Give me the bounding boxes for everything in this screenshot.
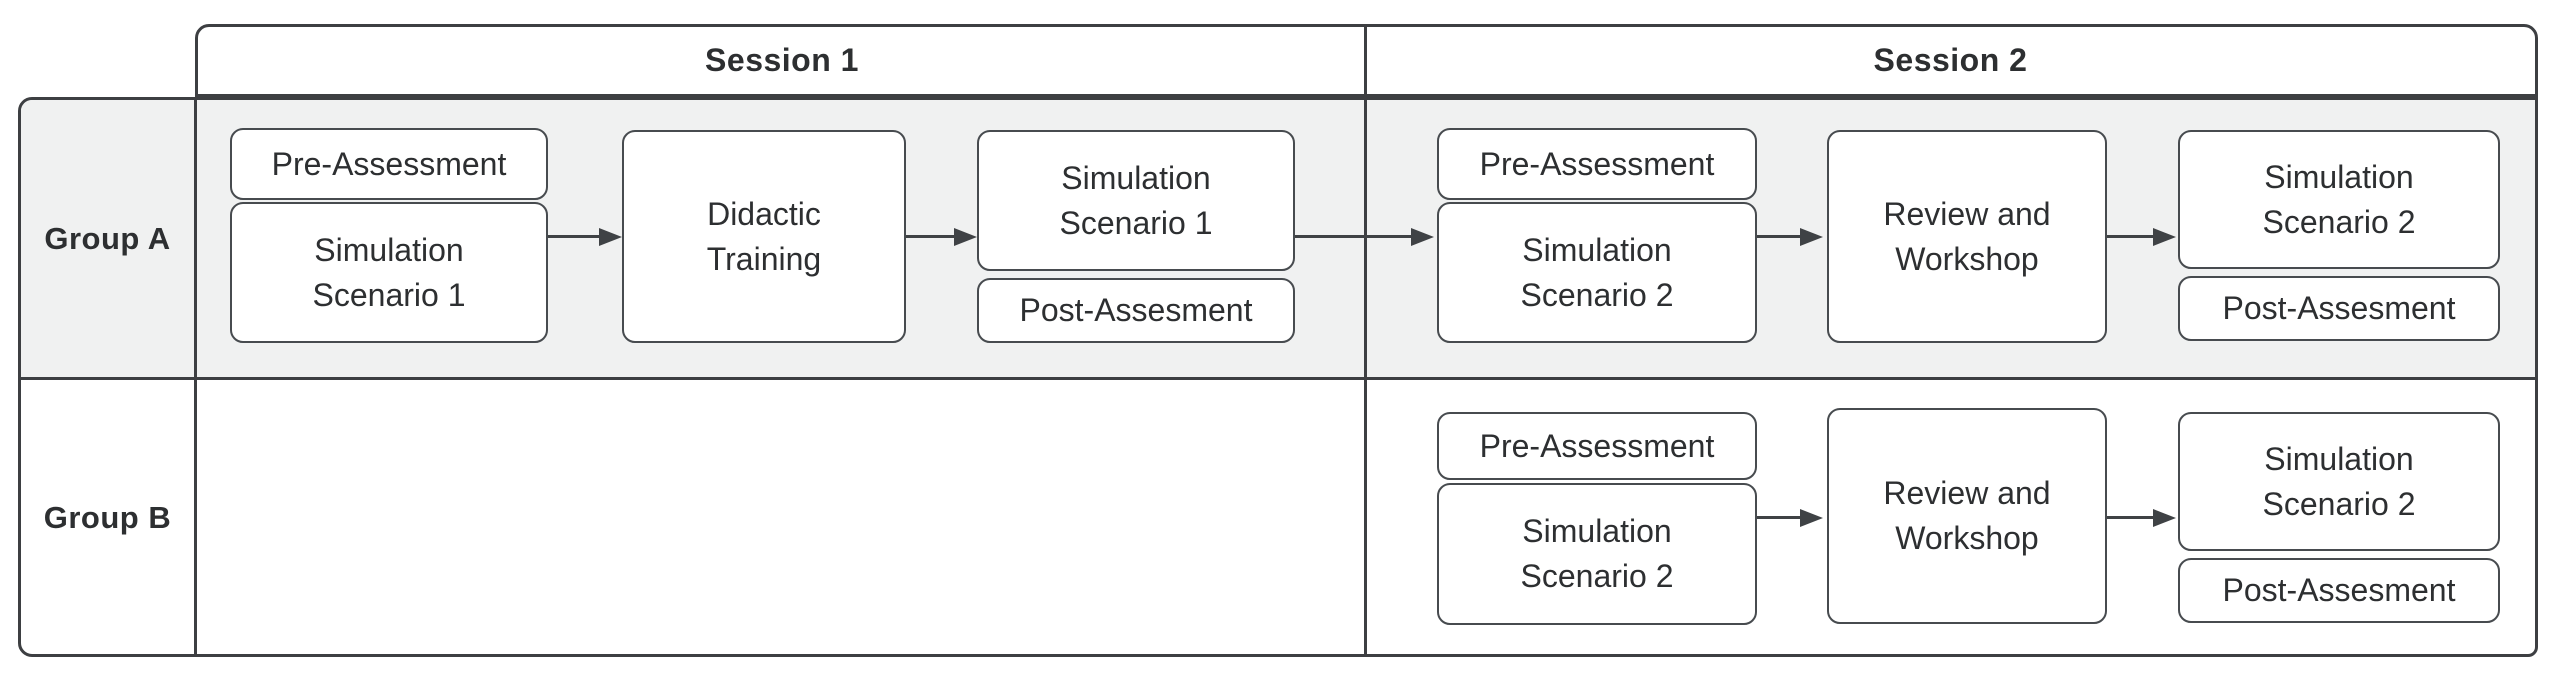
flow-arrow	[1295, 235, 1411, 238]
group-a-s1-pre-assessment-label: Pre-Assessment	[271, 145, 507, 182]
flow-arrow	[906, 235, 954, 238]
group-a-s1-didactic-training-box: Didactic Training	[622, 130, 906, 343]
group-a-s2-post-assessment-box: Post-Assesment	[2178, 276, 2500, 341]
group-a-label: Group A	[44, 220, 171, 256]
group-a-label-cell: Group A	[21, 100, 194, 377]
group-b-label: Group B	[43, 500, 172, 535]
group-a-s1-simulation-scenario-label: Simulation Scenario 1	[312, 231, 466, 313]
group-b-s2-post-assessment-box: Post-Assesment	[2178, 558, 2500, 623]
group-b-s2-simulation-outcome-box: Simulation Scenario 2	[2178, 412, 2500, 551]
session-divider-line	[1364, 24, 1367, 657]
group-a-s1-pre-assessment-box: Pre-Assessment	[230, 128, 548, 200]
group-a-s1-simulation-scenario-box: Simulation Scenario 1	[230, 202, 548, 343]
row-divider-line	[18, 377, 2538, 380]
session-2-header: Session 2	[1366, 27, 2535, 94]
group-b-s2-simulation-scenario-box: Simulation Scenario 2	[1437, 483, 1757, 625]
session-1-header: Session 1	[198, 27, 1366, 94]
session-1-title: Session 1	[705, 42, 859, 78]
group-b-s2-review-workshop-label: Review and Workshop	[1883, 475, 2051, 556]
group-a-s2-simulation-scenario-box: Simulation Scenario 2	[1437, 202, 1757, 343]
group-a-s2-simulation-scenario-label: Simulation Scenario 2	[1520, 231, 1674, 313]
group-a-s2-post-assessment-label: Post-Assesment	[2222, 290, 2456, 327]
group-a-s1-didactic-training-label: Didactic Training	[706, 195, 822, 277]
group-a-s1-post-assessment-label: Post-Assesment	[1019, 292, 1253, 329]
group-a-s1-post-assessment-box: Post-Assesment	[977, 278, 1295, 343]
group-a-s1-simulation-outcome-box: Simulation Scenario 1	[977, 130, 1295, 271]
group-b-label-cell: Group B	[21, 382, 194, 654]
group-a-s2-review-workshop-label: Review and Workshop	[1883, 195, 2051, 277]
group-b-s2-simulation-outcome-label: Simulation Scenario 2	[2262, 440, 2416, 522]
group-a-s1-simulation-outcome-label: Simulation Scenario 1	[1059, 159, 1213, 241]
group-b-s2-pre-assessment-box: Pre-Assessment	[1437, 412, 1757, 480]
flow-arrow	[2107, 235, 2153, 238]
group-a-s2-pre-assessment-label: Pre-Assessment	[1479, 145, 1715, 182]
flow-arrow	[548, 235, 599, 238]
session-2-title: Session 2	[1873, 42, 2028, 78]
group-b-s2-pre-assessment-label: Pre-Assessment	[1479, 427, 1715, 464]
flow-arrow	[1757, 235, 1800, 238]
group-b-s2-simulation-scenario-label: Simulation Scenario 2	[1520, 513, 1674, 594]
group-a-s2-simulation-outcome-label: Simulation Scenario 2	[2262, 158, 2416, 240]
flow-arrow	[1757, 516, 1800, 519]
group-a-s2-review-workshop-box: Review and Workshop	[1827, 130, 2107, 343]
group-b-s2-post-assessment-label: Post-Assesment	[2222, 572, 2456, 609]
group-b-s2-review-workshop-box: Review and Workshop	[1827, 408, 2107, 624]
group-a-s2-pre-assessment-box: Pre-Assessment	[1437, 128, 1757, 200]
flow-arrow	[2107, 516, 2153, 519]
group-a-s2-simulation-outcome-box: Simulation Scenario 2	[2178, 130, 2500, 269]
